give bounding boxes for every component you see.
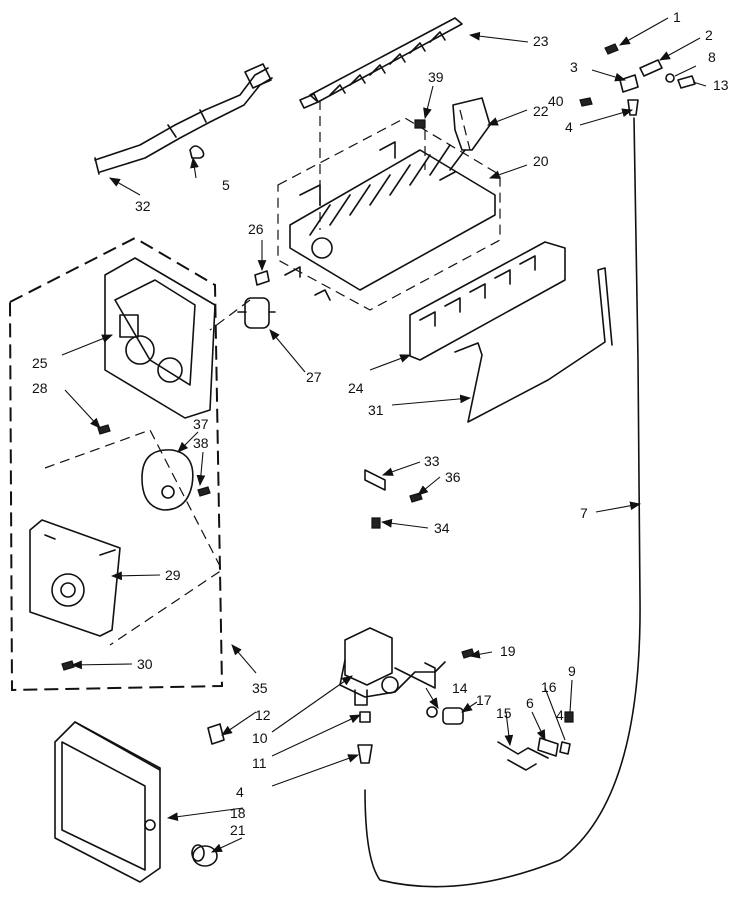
callout-21: 21: [230, 822, 246, 838]
water-line: [364, 117, 641, 888]
callout-7: 7: [580, 505, 588, 521]
callout-25: 25: [32, 355, 48, 371]
callout-labels: 1 2 3 4 4 4 5 6 7 8 9 10 11 12 13 14 15 …: [32, 9, 729, 838]
thermostat: [237, 270, 276, 329]
callout-37: 37: [193, 416, 209, 432]
callout-24: 24: [348, 380, 364, 396]
ice-bucket: [54, 721, 161, 883]
ice-bin-cover: [452, 97, 491, 151]
callout-40: 40: [548, 93, 564, 109]
callout-4: 4: [556, 707, 564, 723]
callout-12: 12: [255, 707, 271, 723]
callout-36: 36: [445, 469, 461, 485]
callout-18: 18: [230, 805, 246, 821]
ice-mold: [277, 117, 501, 311]
callout-13: 13: [713, 77, 729, 93]
callout-29: 29: [165, 567, 181, 583]
callout-2: 2: [705, 27, 713, 43]
callout-30: 30: [137, 656, 153, 672]
callout-4: 4: [565, 119, 573, 135]
ice-stripper: [409, 241, 566, 361]
callout-31: 31: [368, 402, 384, 418]
callout-38: 38: [193, 435, 209, 451]
fill-tube-fittings: [604, 43, 696, 116]
mounting-plate: [29, 519, 121, 637]
callout-11: 11: [252, 755, 267, 771]
callout-23: 23: [533, 33, 549, 49]
callout-32: 32: [135, 198, 151, 214]
callout-16: 16: [541, 679, 557, 695]
ejector-blade: [299, 17, 463, 109]
callout-15: 15: [496, 705, 512, 721]
callout-34: 34: [434, 520, 450, 536]
callout-leaders: [61, 17, 707, 853]
callout-22: 22: [533, 103, 549, 119]
screws: [61, 97, 593, 723]
wire-nut: [207, 723, 225, 745]
shutoff-arm: [454, 267, 613, 423]
callout-1: 1: [673, 9, 681, 25]
bracket: [364, 469, 386, 491]
callout-27: 27: [306, 369, 322, 385]
valve-fittings: [357, 706, 571, 771]
callout-20: 20: [533, 153, 549, 169]
callout-35: 35: [252, 680, 268, 696]
callout-8: 8: [708, 49, 716, 65]
control-module: [104, 257, 216, 419]
callout-33: 33: [424, 453, 440, 469]
callout-17: 17: [476, 692, 492, 708]
wiring-harness: [94, 63, 273, 175]
callout-26: 26: [248, 221, 264, 237]
callout-4: 4: [236, 784, 244, 800]
knob: [191, 844, 218, 867]
callout-6: 6: [526, 695, 534, 711]
clamp: [189, 145, 205, 159]
callout-39: 39: [428, 69, 444, 85]
drive-motor: [141, 449, 194, 511]
callout-3: 3: [570, 59, 578, 75]
callout-14: 14: [452, 680, 468, 696]
callout-5: 5: [222, 177, 230, 193]
callout-28: 28: [32, 380, 48, 396]
callout-9: 9: [568, 663, 576, 679]
alignment-lines: [209, 100, 471, 331]
control-housing-enclosure: [8, 236, 224, 692]
callout-10: 10: [252, 730, 268, 746]
callout-19: 19: [500, 643, 516, 659]
